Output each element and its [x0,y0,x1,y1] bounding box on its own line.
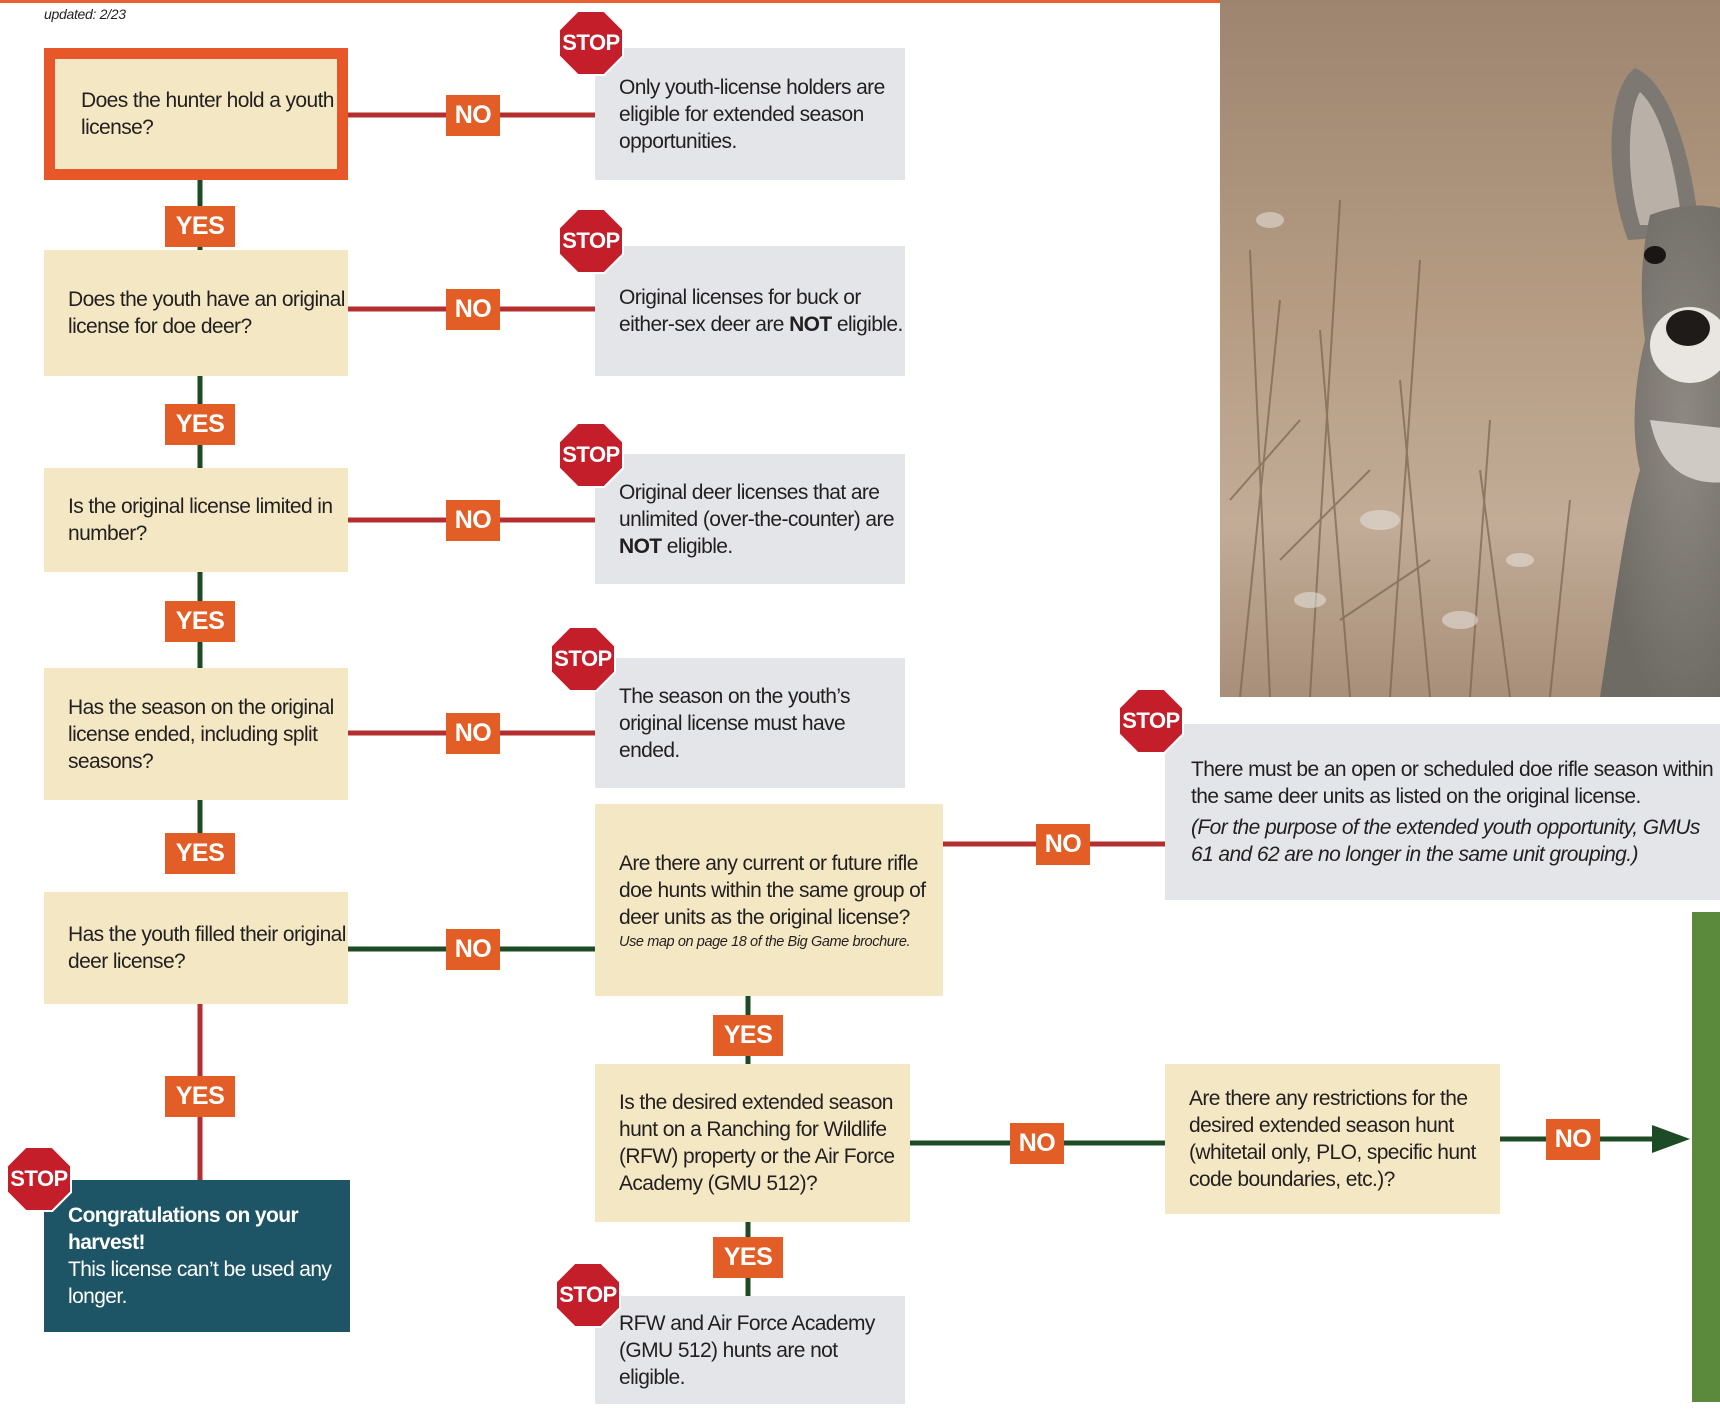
question-doe-hunts-available: Are there any current or future rifle do… [595,804,943,996]
no-label: NO [1036,824,1090,865]
question-hunt-restrictions: Are there any restrictions for the desir… [1165,1064,1500,1214]
stop-text: Original deer licenses that are unlimite… [619,480,895,558]
stop-box-open-doe-season: There must be an open or scheduled doe r… [1165,724,1720,900]
stop-sign-label: STOP [554,646,612,671]
mule-deer-doe-photo [1220,0,1720,697]
stop-sign-icon: STOP [1118,688,1184,754]
stop-sign-label: STOP [562,442,620,467]
updated-date: updated: 2/23 [44,6,126,22]
no-label: NO [446,713,500,754]
stop-box-season-must-end: The season on the youth’s original licen… [595,658,905,788]
stop-sign-label: STOP [562,228,620,253]
no-label: NO [446,929,500,970]
harvest-box: Congratulations on your harvest! This li… [44,1180,350,1332]
stop-sign-icon: STOP [555,1262,621,1328]
stop-box-rfw-academy: RFW and Air Force Academy (GMU 512) hunt… [595,1296,905,1404]
question-text: Does the youth have an original license … [68,288,345,338]
stop-box-unlimited: Original deer licenses that are unlimite… [595,454,905,584]
stop-italic-note: (For the purpose of the extended youth o… [1191,816,1700,866]
no-label: NO [446,500,500,541]
green-side-panel [1692,912,1720,1402]
stop-sign-icon: STOP [558,10,624,76]
question-season-ended: Has the season on the original license e… [44,668,348,800]
harvest-title: Congratulations on your harvest! [68,1204,299,1254]
stop-box-youth-only: Only youth-license holders are eligible … [595,48,905,180]
stop-sign-icon: STOP [550,626,616,692]
question-text: Has the season on the original license e… [68,695,334,773]
stop-text: Only youth-license holders are eligible … [619,75,885,153]
question-text: Is the desired extended season hunt on a… [619,1091,895,1195]
yes-label: YES [713,1237,783,1278]
no-label: NO [446,95,500,136]
stop-sign-icon: STOP [558,208,624,274]
question-youth-license: Does the hunter hold a youth license? [44,48,348,180]
question-note: Use map on page 18 of the Big Game broch… [619,933,911,950]
question-license-filled: Has the youth filled their original deer… [44,892,348,1004]
stop-sign-label: STOP [562,30,620,55]
stop-text: RFW and Air Force Academy (GMU 512) hunt… [619,1311,875,1389]
question-text: Are there any restrictions for the desir… [1189,1087,1476,1191]
stop-sign-label: STOP [1122,708,1180,733]
harvest-text: This license can’t be used any longer. [68,1258,332,1308]
yes-label: YES [165,1076,235,1117]
top-accent-bar [0,0,1720,3]
question-text: Are there any current or future rifle do… [619,851,926,929]
stop-sign-icon: STOP [558,422,624,488]
no-label: NO [446,289,500,330]
stop-sign-icon: STOP [6,1146,72,1212]
no-label: NO [1546,1119,1600,1160]
yes-label: YES [165,833,235,874]
stop-sign-label: STOP [559,1282,617,1307]
question-limited-license: Is the original license limited in numbe… [44,468,348,572]
yes-label: YES [165,404,235,445]
question-rfw-or-academy: Is the desired extended season hunt on a… [595,1064,910,1222]
no-label: NO [1010,1123,1064,1164]
stop-text: The season on the youth’s original licen… [619,684,851,762]
yes-label: YES [165,601,235,642]
stop-sign-label: STOP [10,1166,68,1191]
question-text: Has the youth filled their original deer… [68,923,346,973]
question-doe-license: Does the youth have an original license … [44,250,348,376]
yes-label: YES [165,206,235,247]
question-text: Is the original license limited in numbe… [68,495,333,545]
stop-text: There must be an open or scheduled doe r… [1191,758,1714,808]
question-text: Does the hunter hold a youth license? [81,89,334,139]
stop-box-buck-either-sex: Original licenses for buck or either-sex… [595,246,905,376]
stop-text: Original licenses for buck or either-sex… [619,286,903,336]
yes-label: YES [713,1015,783,1056]
